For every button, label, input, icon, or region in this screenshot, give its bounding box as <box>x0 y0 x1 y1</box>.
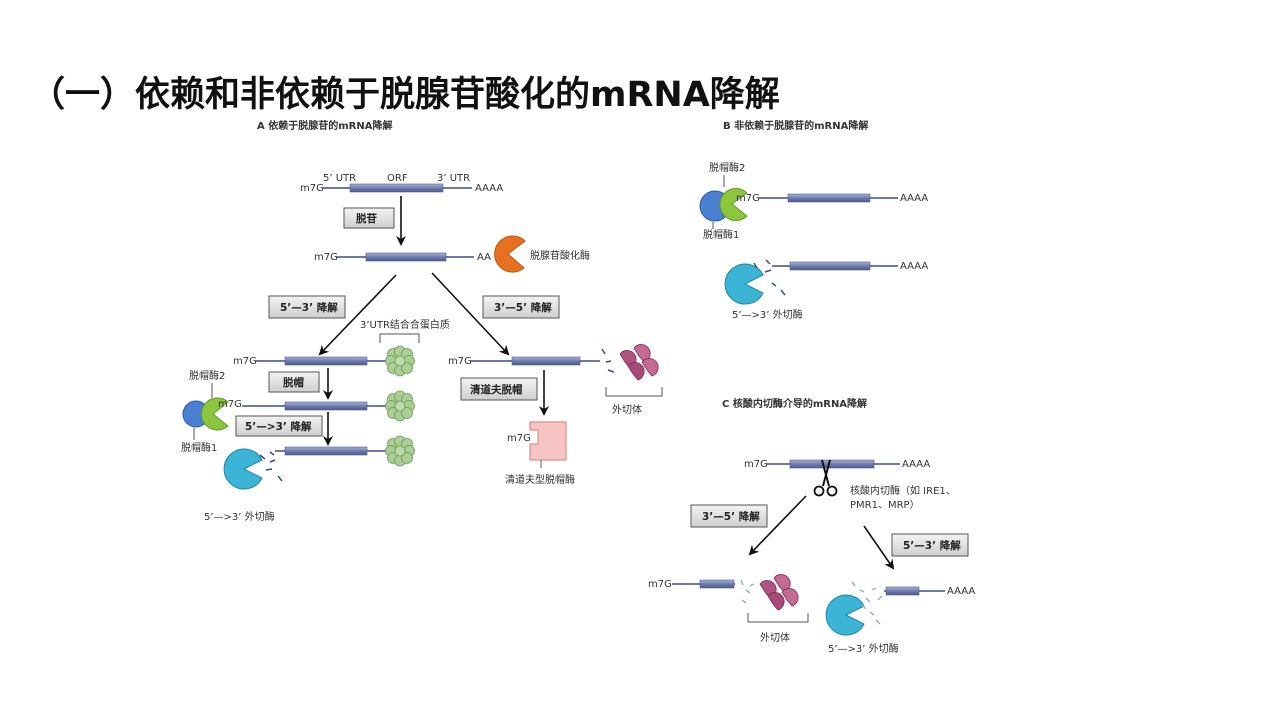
decap-step-box <box>268 371 320 393</box>
scavenger-enzyme-label: 清道夫型脱帽酶 <box>505 473 575 486</box>
endonuclease-label-2: PMR1、MRP） <box>850 499 920 511</box>
panel-c-m7g: m7G <box>744 459 768 470</box>
exonuclease-label: 5’—>3’ 外切酶 <box>204 510 275 523</box>
panel-c-step-35-box <box>690 504 768 528</box>
panel-b-exonuclease-label: 5’—>3’ 外切酶 <box>732 308 803 321</box>
scavenger-step-box <box>460 377 538 401</box>
panel-c-m7g-2: m7G <box>648 579 672 590</box>
binding-protein-icon-2 <box>385 390 415 422</box>
exonuclease-icon <box>223 448 263 490</box>
aa-label: AA <box>477 252 491 263</box>
deadenylation-step-box <box>343 207 395 229</box>
m7g-label-3: m7G <box>233 356 257 367</box>
panel-b-title: B 非依赖于脱腺苷的mRNA降解 <box>723 119 868 132</box>
m7g-label-4: m7G <box>218 399 242 410</box>
endonuclease-label-1: 核酸内切酶（如 IRE1、 <box>850 484 956 497</box>
deadenylase-icon <box>494 235 526 273</box>
step-53-box <box>268 295 346 319</box>
panel-c-polya: AAAA <box>902 459 930 470</box>
panel-a-title: A 依赖于脱腺苷的mRNA降解 <box>257 119 392 132</box>
panel-c-polya-2: AAAA <box>947 586 975 597</box>
slide-title: （一）依赖和非依赖于脱腺苷酸化的mRNA降解 <box>30 75 780 115</box>
panel-c-exosome-icon <box>759 574 799 611</box>
panel-a-mrna-full: 5’ UTR ORF 3’ UTR m7G AAAA <box>300 173 503 194</box>
panel-b-polya: AAAA <box>900 193 928 204</box>
scissors-icon <box>813 459 838 497</box>
binding-protein-icon <box>385 345 415 377</box>
exosome-label: 外切体 <box>612 404 642 416</box>
panel-b-polya-2: AAAA <box>900 261 928 272</box>
m7g-label: m7G <box>300 183 324 194</box>
panel-c-step-53-label: 5’—3’ 降解 <box>903 539 961 552</box>
deadenylase-label: 脱腺苷酸化酶 <box>530 249 590 262</box>
m7g-label-6: m7G <box>507 433 531 444</box>
step-53-arrow-box <box>235 415 323 437</box>
panel-b-decap1-label: 脱帽酶1 <box>703 228 739 241</box>
panel-b-m7g: m7G <box>736 193 760 204</box>
panel-c-title: C 核酸内切酶介导的mRNA降解 <box>722 397 867 410</box>
scavenger-step-label: 清道夫脱帽 <box>470 383 523 396</box>
step-53-arrow-label: 5’—>3’ 降解 <box>245 420 312 433</box>
m7g-label-2: m7G <box>314 252 338 263</box>
panel-c-step-35-label: 3’—5’ 降解 <box>702 510 760 523</box>
decap1-label: 脱帽酶1 <box>181 441 217 454</box>
panel-b-decap2-icon <box>719 188 748 221</box>
utr3-label: 3’ UTR <box>437 173 470 184</box>
panel-b-decap2-label: 脱帽酶2 <box>709 161 745 174</box>
m7g-label-5: m7G <box>448 356 472 367</box>
polya-label: AAAA <box>475 183 503 194</box>
degradation-fragments <box>259 451 283 482</box>
panel-b-exonuclease-icon <box>724 263 764 305</box>
panel-c-exosome-label: 外切体 <box>760 632 790 644</box>
binding-protein-icon-3 <box>385 435 415 467</box>
decap2-icon <box>200 397 229 431</box>
decap2-label: 脱帽酶2 <box>189 369 225 382</box>
orf-label: ORF <box>387 173 408 184</box>
panel-c-exonuclease-icon <box>825 594 865 636</box>
panel-c-exonuclease-label: 5’—>3’ 外切酶 <box>828 642 899 655</box>
utr5-label: 5’ UTR <box>323 173 356 184</box>
step-35-box <box>482 295 560 319</box>
binding-protein-label: 3’UTR结合合蛋白质 <box>360 318 450 331</box>
decap-step-label: 脱帽 <box>283 376 304 389</box>
step-35-label: 3’—5’ 降解 <box>494 301 552 314</box>
step-53-label: 5’—3’ 降解 <box>280 301 338 314</box>
deadenylation-step-label: 脱苷 <box>356 212 377 225</box>
exosome-icon <box>619 344 659 381</box>
scavenger-enzyme-icon <box>529 421 567 461</box>
panel-c-step-53-box <box>891 533 969 557</box>
